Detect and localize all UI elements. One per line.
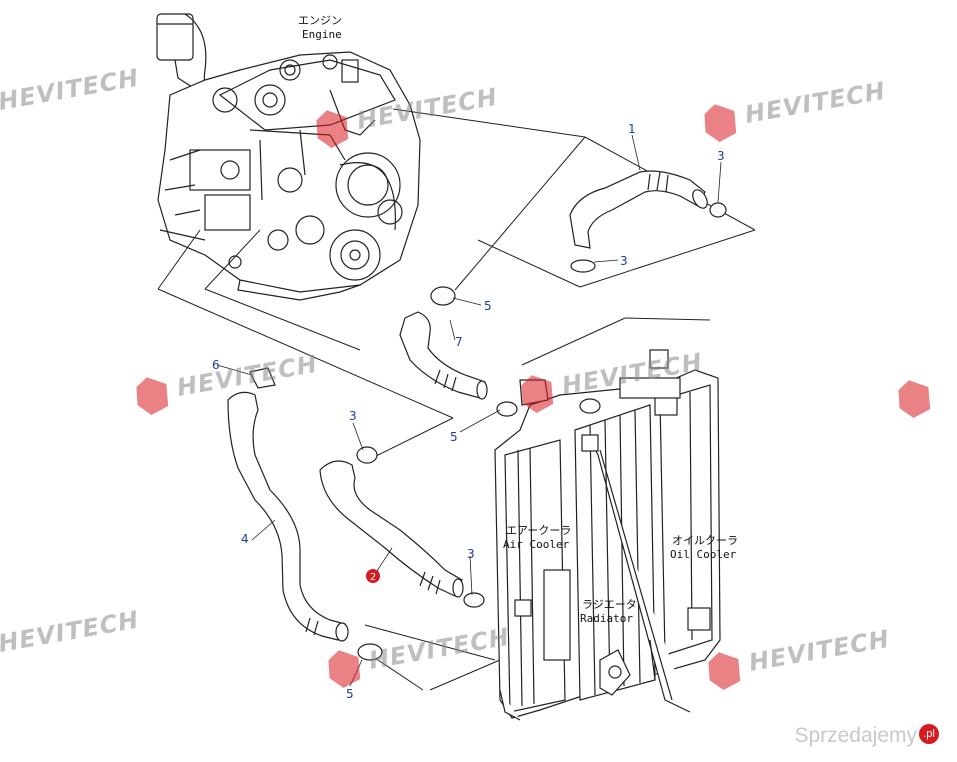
watermark-4: HEVITECH [136, 350, 320, 416]
hevitech-logo-icon [704, 104, 737, 143]
callout-5c: 5 [346, 687, 354, 701]
hose-1 [569, 170, 727, 273]
hevitech-logo-icon [328, 650, 361, 689]
callout-5b: 5 [450, 430, 458, 444]
air-cooler-label-jp: エアークーラ [506, 524, 571, 537]
callout-3d: 3 [467, 547, 475, 561]
watermark-text: HEVITECH [367, 623, 512, 675]
callout-3c: 3 [349, 409, 357, 423]
callout-4: 4 [241, 532, 249, 546]
hose-7 [399, 286, 518, 417]
hevitech-logo-icon [898, 380, 931, 419]
engine-label-jp: エンジン [298, 14, 342, 27]
callout-3b: 3 [620, 254, 628, 268]
oil-cooler-label-jp: オイルクーラ [672, 534, 738, 547]
callout-6: 6 [212, 358, 220, 372]
watermark-6 [898, 380, 931, 419]
watermark-text: HEVITECH [743, 77, 888, 129]
callout-1: 1 [628, 122, 636, 136]
watermark-9: HEVITECH [708, 625, 892, 691]
engine-drawing [156, 13, 421, 301]
callout-2: 2 [370, 572, 376, 583]
callout-7: 7 [455, 335, 463, 349]
callout-3a: 3 [717, 149, 725, 163]
leader-lines [157, 108, 756, 691]
callout-2-marker: 2 [366, 569, 380, 583]
hevitech-logo-icon [136, 377, 169, 416]
radiator-assembly [494, 349, 721, 721]
brand-name: Sprzedajemy [794, 724, 917, 747]
hose-4 [227, 367, 383, 661]
radiator-label-en: Radiator [580, 612, 633, 625]
watermark-text: HEVITECH [747, 625, 892, 677]
watermark-3: HEVITECH [704, 77, 888, 143]
hevitech-logo-icon [708, 652, 741, 691]
sprzedajemy-brand: Sprzedajemy.pl [794, 724, 939, 748]
hevitech-logo-icon [521, 375, 554, 414]
hose-2 [319, 446, 485, 608]
air-cooler-label-en: Air Cooler [503, 538, 570, 551]
hevitech-logo-icon [316, 110, 349, 149]
engine-label-en: Engine [302, 28, 342, 41]
brand-badge: .pl [919, 724, 939, 744]
radiator-label-jp: ラジエータ [582, 598, 637, 611]
watermark-1: HEVITECH [0, 64, 141, 116]
watermark-text: HEVITECH [0, 64, 141, 116]
callout-5a: 5 [484, 299, 492, 313]
watermark-8: HEVITECH [328, 623, 512, 689]
oil-cooler-label-en: Oil Cooler [670, 548, 737, 561]
watermark-text: HEVITECH [0, 606, 141, 658]
watermark-7: HEVITECH [0, 606, 141, 658]
